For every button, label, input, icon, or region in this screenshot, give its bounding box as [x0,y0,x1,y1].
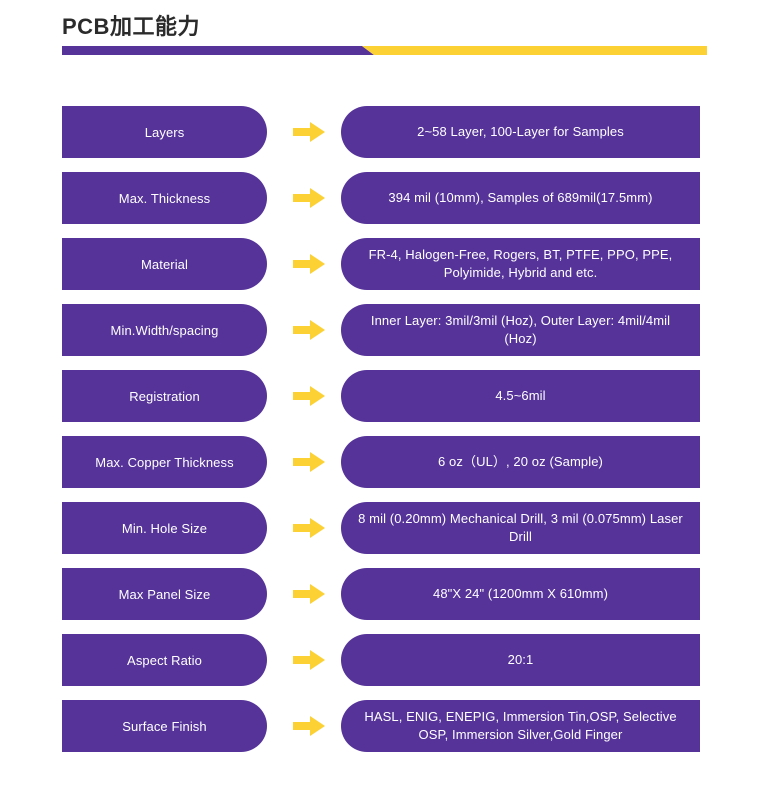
capability-value: 8 mil (0.20mm) Mechanical Drill, 3 mil (… [358,511,683,544]
capability-value-pill: Inner Layer: 3mil/3mil (Hoz), Outer Laye… [341,304,700,356]
header: PCB加工能力 [62,12,712,42]
arrow-right-icon [287,700,331,752]
arrow-right-icon [287,172,331,224]
capability-row: Layers 2~58 Layer, 100-Layer for Samples [0,106,760,158]
arrow-right-icon [287,436,331,488]
capability-label: Layers [144,124,185,140]
capability-label-pill: Max. Copper Thickness [62,436,267,488]
capability-value: 394 mil (10mm), Samples of 689mil(17.5mm… [388,190,653,205]
title-divider [62,46,707,55]
capability-label: Aspect Ratio [127,652,202,668]
capability-label-pill: Registration [62,370,267,422]
capability-label: Min. Hole Size [121,520,208,536]
capability-row: Max. Thickness 394 mil (10mm), Samples o… [0,172,760,224]
capability-value-pill: 2~58 Layer, 100-Layer for Samples [341,106,700,158]
capability-label: Max. Thickness [118,190,211,206]
capability-row: Registration 4.5~6mil [0,370,760,422]
capability-label-pill: Max Panel Size [62,568,267,620]
capability-value: 4.5~6mil [495,388,546,403]
capability-value-pill: 48"X 24" (1200mm X 610mm) [341,568,700,620]
capability-value: 6 oz（UL）, 20 oz (Sample) [438,454,603,469]
capability-label: Material [140,256,189,272]
capability-value-pill: FR-4, Halogen-Free, Rogers, BT, PTFE, PP… [341,238,700,290]
arrow-right-icon [287,106,331,158]
capability-value-pill: 8 mil (0.20mm) Mechanical Drill, 3 mil (… [341,502,700,554]
divider-yellow-segment [362,46,707,55]
capability-value: 48"X 24" (1200mm X 610mm) [432,586,609,601]
capability-row: Max Panel Size 48"X 24" (1200mm X 610mm) [0,568,760,620]
capability-row: Max. Copper Thickness 6 oz（UL）, 20 oz (S… [0,436,760,488]
capability-label-pill: Aspect Ratio [62,634,267,686]
capability-rows: Layers 2~58 Layer, 100-Layer for Samples… [0,106,760,766]
capability-row: Aspect Ratio 20:1 [0,634,760,686]
capability-value: Inner Layer: 3mil/3mil (Hoz), Outer Laye… [370,313,671,346]
capability-row: Min.Width/spacing Inner Layer: 3mil/3mil… [0,304,760,356]
arrow-right-icon [287,568,331,620]
arrow-right-icon [287,502,331,554]
capability-label-pill: Min.Width/spacing [62,304,267,356]
capability-row: Min. Hole Size 8 mil (0.20mm) Mechanical… [0,502,760,554]
capability-label: Surface Finish [122,718,207,734]
divider-purple-segment [62,46,374,55]
capability-label-pill: Layers [62,106,267,158]
capability-row: Surface Finish HASL, ENIG, ENEPIG, Immer… [0,700,760,752]
capability-label: Max Panel Size [118,586,211,602]
arrow-right-icon [287,370,331,422]
capability-value: 2~58 Layer, 100-Layer for Samples [417,124,624,139]
capability-label: Max. Copper Thickness [95,454,234,470]
capability-label: Min.Width/spacing [110,322,219,338]
capability-label-pill: Material [62,238,267,290]
capability-value-pill: 20:1 [341,634,700,686]
page-title: PCB加工能力 [62,14,200,39]
capability-value-pill: 394 mil (10mm), Samples of 689mil(17.5mm… [341,172,700,224]
capability-label-pill: Surface Finish [62,700,267,752]
capability-value-pill: 6 oz（UL）, 20 oz (Sample) [341,436,700,488]
capability-value: FR-4, Halogen-Free, Rogers, BT, PTFE, PP… [368,247,673,280]
capability-value-pill: HASL, ENIG, ENEPIG, Immersion Tin,OSP, S… [341,700,700,752]
capability-label-pill: Min. Hole Size [62,502,267,554]
capability-label-pill: Max. Thickness [62,172,267,224]
capability-value-pill: 4.5~6mil [341,370,700,422]
capability-value: 20:1 [507,652,534,667]
capability-label: Registration [129,388,200,404]
capability-value: HASL, ENIG, ENEPIG, Immersion Tin,OSP, S… [364,709,677,742]
capability-row: Material FR-4, Halogen-Free, Rogers, BT,… [0,238,760,290]
arrow-right-icon [287,238,331,290]
arrow-right-icon [287,304,331,356]
arrow-right-icon [287,634,331,686]
